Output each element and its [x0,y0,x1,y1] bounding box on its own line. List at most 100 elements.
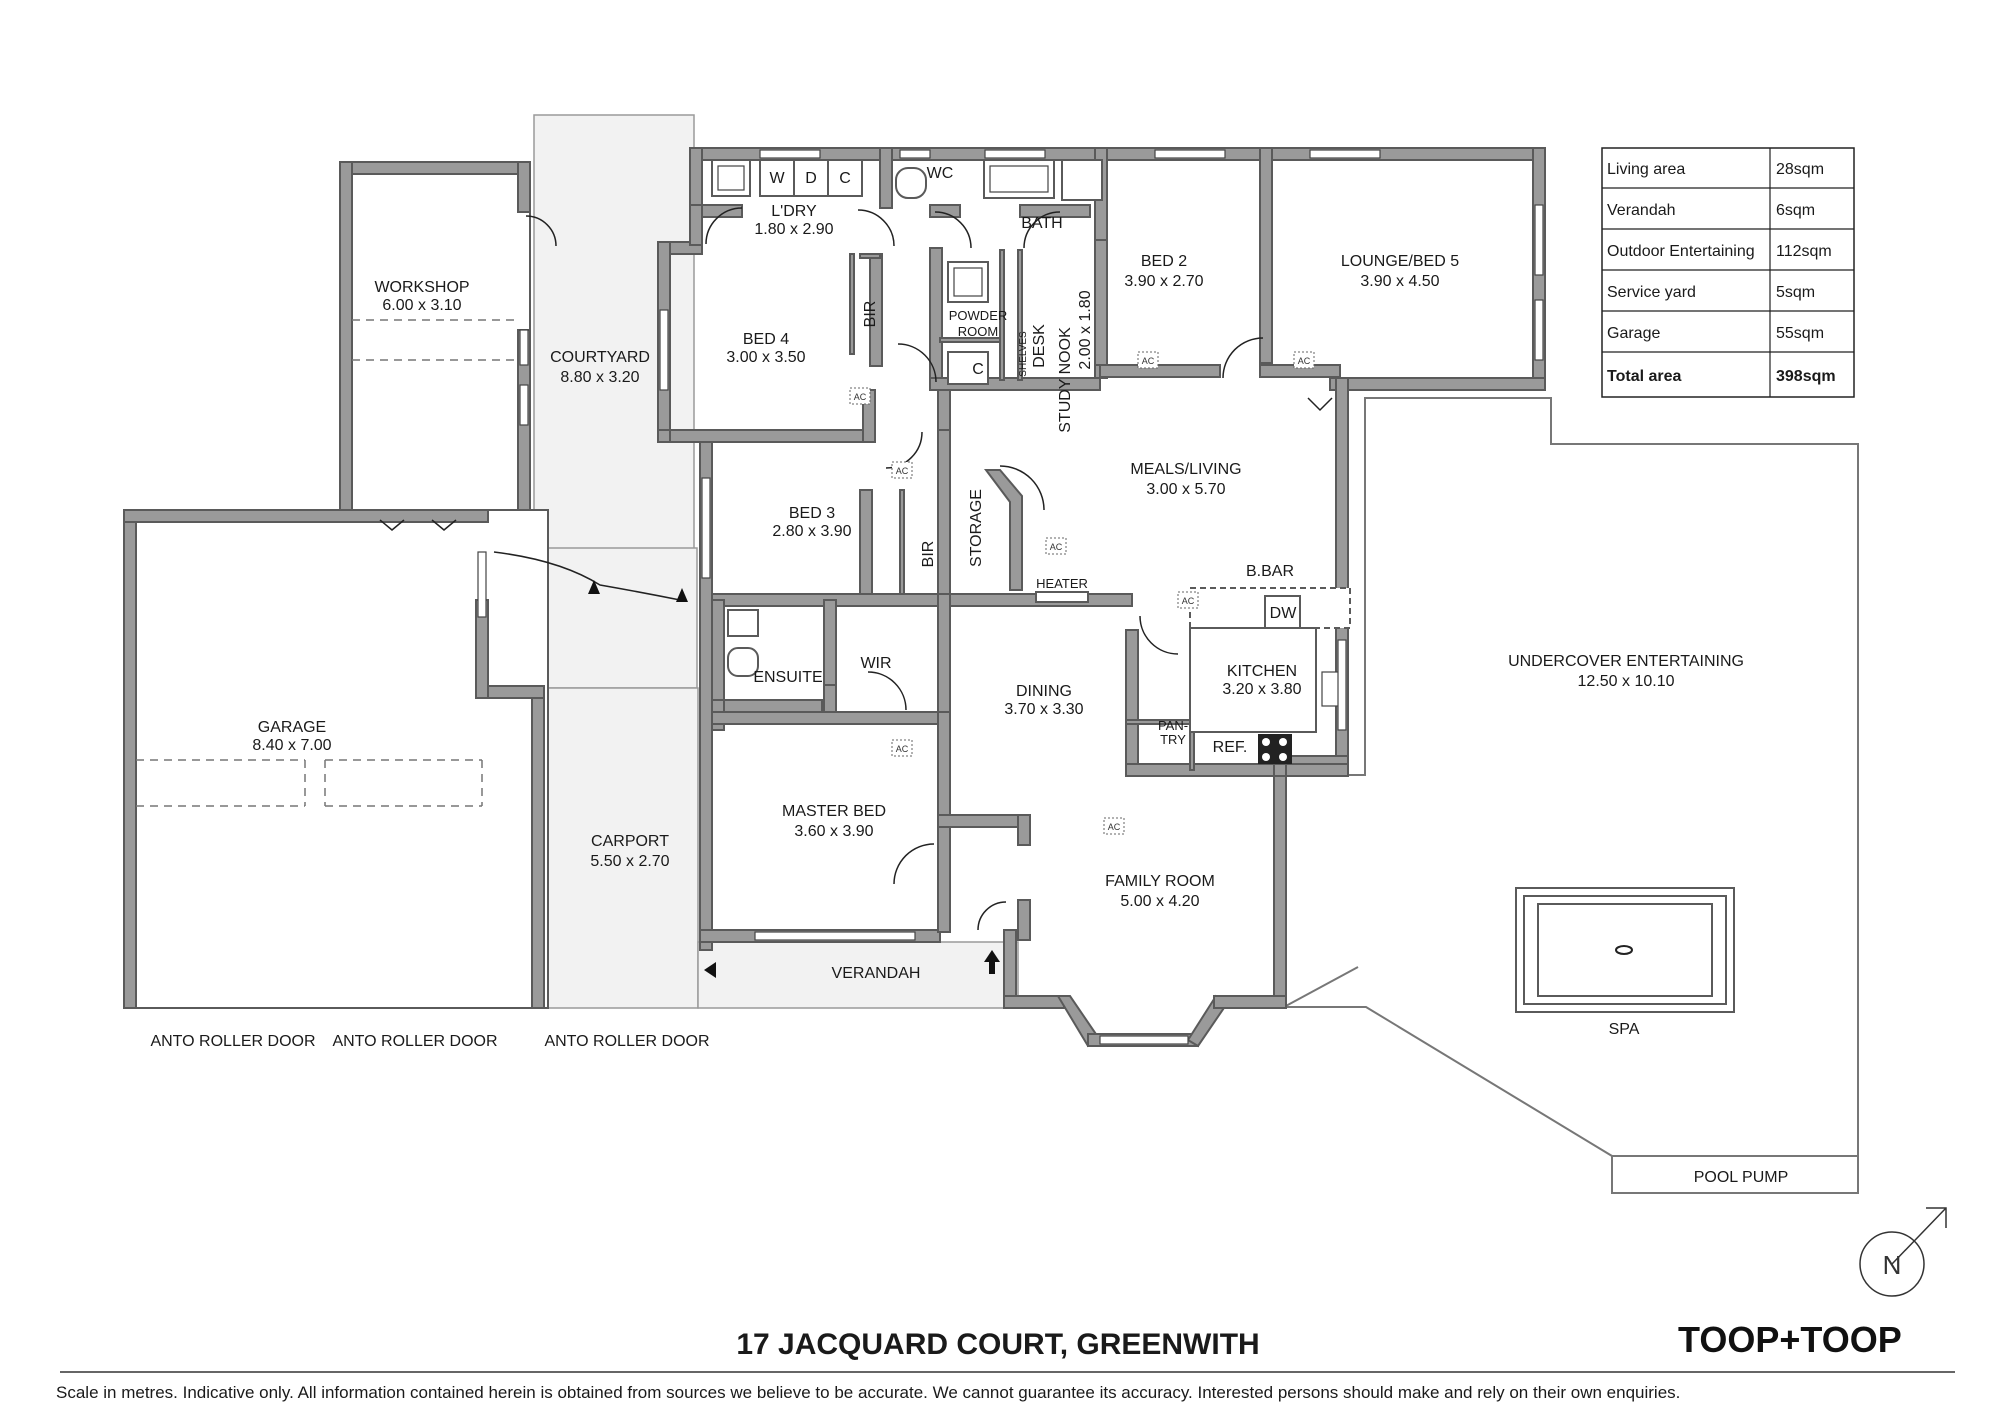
property-title: 17 JACQUARD COURT, GREENWITH [736,1328,1259,1361]
undercover-size: 12.50 x 10.10 [1578,673,1675,690]
area-row-label: Garage [1607,325,1660,342]
brand-logo: TOOP+TOOP [1678,1319,1902,1360]
desk-label: DESK [1031,324,1048,368]
courtyard-size: 8.80 x 3.20 [560,369,639,386]
kitchen-size: 3.20 x 3.80 [1222,681,1301,698]
entry-arrows [588,580,1000,978]
undercover-entertaining-area [1283,397,1859,1194]
laundry-label: L'DRY [771,203,817,220]
area-row-value: 28sqm [1776,161,1824,178]
ac-icon: AC [1182,596,1195,606]
heater-unit [1035,591,1089,603]
bbar-label: B.BAR [1246,563,1294,580]
lounge-label: LOUNGE/BED 5 [1341,253,1459,270]
area-total-label: Total area [1607,368,1682,385]
roller-door-label-3: ANTO ROLLER DOOR [544,1033,709,1050]
dining-size: 3.70 x 3.30 [1004,701,1083,718]
ac-icon: AC [1108,822,1121,832]
north-label: N [1883,1250,1902,1280]
workshop [339,161,531,531]
meals-size: 3.00 x 5.70 [1146,481,1225,498]
laundry-size: 1.80 x 2.90 [754,221,833,238]
lounge-size: 3.90 x 4.50 [1360,273,1439,290]
area-row-label: Service yard [1607,284,1696,301]
wir-label: WIR [860,655,891,672]
bed3-size: 2.80 x 3.90 [772,523,851,540]
garage [123,509,549,1009]
interior-walls [669,147,1349,941]
dishwasher-label: DW [1270,605,1298,622]
carport-label: CARPORT [591,833,669,850]
meals-label: MEALS/LIVING [1130,461,1241,478]
spa [1515,887,1735,1013]
entertaining-edge-line [1283,966,1359,1008]
ensuite-label: ENSUITE [753,669,822,686]
kitchen-label: KITCHEN [1227,663,1297,680]
courtyard-label: COURTYARD [550,349,650,366]
powder-room-label: ROOM [958,324,998,339]
garage-label: GARAGE [258,719,326,736]
workshop-size: 6.00 x 3.10 [382,297,461,314]
carport-size: 5.50 x 2.70 [590,853,669,870]
svg-text:TOOP+TOOP: TOOP+TOOP [1678,1319,1902,1360]
family-size: 5.00 x 4.20 [1120,893,1199,910]
family-label: FAMILY ROOM [1105,873,1215,890]
north-arrow-icon: N [1859,1207,1947,1297]
area-row-label: Living area [1607,161,1685,178]
laundry-fixtures [711,159,1103,677]
dining-label: DINING [1016,683,1072,700]
bed3-label: BED 3 [789,505,835,522]
ac-icon: AC [1050,542,1063,552]
shelves-label: SHELVES [1018,331,1029,377]
area-row-label: Outdoor Entertaining [1607,243,1755,260]
bed2-size: 3.90 x 2.70 [1124,273,1203,290]
area-row-value: 6sqm [1776,202,1815,219]
ac-icon: AC [1298,356,1311,366]
ac-icon: AC [854,392,867,402]
powder-cupboard-label: C [972,361,984,378]
pantry-label-a: PAN- [1158,718,1188,733]
master-size: 3.60 x 3.90 [794,823,873,840]
bed3-bir-label: BIR [920,541,937,568]
area-row-value: 5sqm [1776,284,1815,301]
storage-label: STORAGE [968,489,985,567]
bed4-bir-label: BIR [862,301,879,328]
area-row-label: Verandah [1607,202,1676,219]
pantry-label-b: TRY [1160,732,1186,747]
ac-icon: AC [896,466,909,476]
dryer-label: D [805,170,817,187]
kitchen-bench [1189,587,1351,764]
verandah-label: VERANDAH [832,965,921,982]
bed4-label: BED 4 [743,331,789,348]
laundry-cupboard-label: C [839,170,851,187]
bed2-label: BED 2 [1141,253,1187,270]
powder-label: POWDER [949,308,1008,323]
spa-label: SPA [1609,1021,1640,1038]
area-row-value: 112sqm [1776,243,1832,260]
study-label: STUDY NOOK [1057,327,1074,433]
workshop-label: WORKSHOP [374,279,469,296]
roller-door-label-2: ANTO ROLLER DOOR [332,1033,497,1050]
washer-label: W [769,170,785,187]
ac-icon: AC [896,744,909,754]
room-labels: WORKSHOP 6.00 x 3.10 COURTYARD 8.80 x 3.… [252,203,1744,910]
ac-markers: AC AC AC AC AC AC AC AC [849,351,1315,835]
bath-label: BATH [1021,215,1062,232]
windows [477,149,1544,1045]
pool-pump-label: POOL PUMP [1694,1169,1789,1186]
disclaimer: Scale in metres. Indicative only. All in… [56,1383,1680,1402]
bed4-size: 3.00 x 3.50 [726,349,805,366]
door-swings [379,207,1333,931]
ac-icon: AC [1142,356,1155,366]
area-total-value: 398sqm [1776,368,1836,385]
garage-size: 8.40 x 7.00 [252,737,331,754]
undercover-label: UNDERCOVER ENTERTAINING [1508,653,1744,670]
heater-label: HEATER [1036,576,1088,591]
roller-door-label-1: ANTO ROLLER DOOR [150,1033,315,1050]
area-table: Living area 28sqm Verandah 6sqm Outdoor … [1601,147,1855,398]
fridge-label: REF. [1213,739,1248,756]
fixture-labels: W D C WC BATH POWDER ROOM C DESK SHELVES… [150,165,1788,1186]
verandah-zone [697,941,1019,1009]
area-row-value: 55sqm [1776,325,1824,342]
